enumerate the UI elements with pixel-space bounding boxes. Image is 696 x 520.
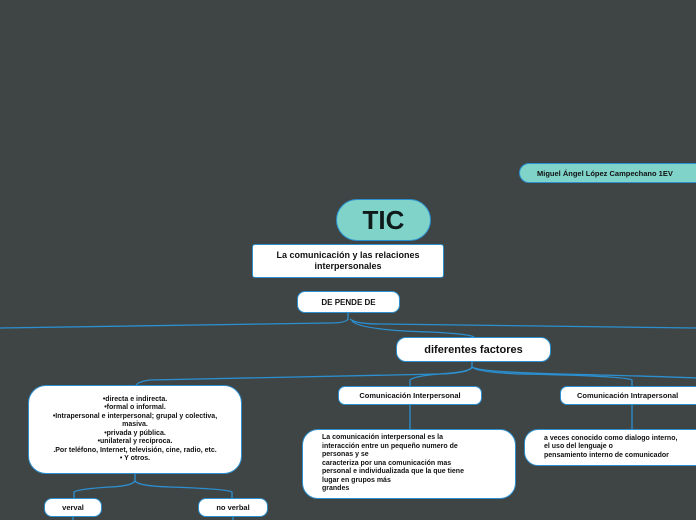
- nonverbal-node[interactable]: no verbal: [198, 498, 268, 517]
- communication-types-node[interactable]: •directa e indirecta. •formal o informal…: [28, 385, 242, 474]
- intrapersonal-title: Comunicación Intrapersonal: [577, 391, 679, 400]
- verbal-node[interactable]: verval: [44, 498, 102, 517]
- intrapersonal-description-node[interactable]: a veces conocido como dialogo interno, e…: [524, 429, 696, 466]
- intrapersonal-description: a veces conocido como dialogo interno, e…: [544, 434, 678, 459]
- factors-text: diferentes factores: [424, 343, 523, 356]
- interpersonal-description-node[interactable]: La comunicación interpersonal es la inte…: [302, 429, 516, 499]
- interpersonal-title-node[interactable]: Comunicación Interpersonal: [338, 386, 482, 405]
- main-topic-text: La comunicación y las relaciones interpe…: [276, 250, 420, 271]
- factors-node[interactable]: diferentes factores: [396, 337, 551, 362]
- root-node-tic[interactable]: TIC: [336, 199, 431, 241]
- intrapersonal-title-node[interactable]: Comunicación Intrapersonal: [560, 386, 696, 405]
- communication-types-text: •directa e indirecta. •formal o informal…: [52, 395, 218, 463]
- depends-node[interactable]: DE PENDE DE: [297, 291, 400, 313]
- nonverbal-text: no verbal: [216, 503, 250, 512]
- interpersonal-description: La comunicación interpersonal es la inte…: [322, 434, 464, 493]
- author-name: Miguel Ángel López Campechano 1EV: [537, 168, 673, 178]
- root-title: TIC: [362, 204, 405, 235]
- main-topic-node[interactable]: La comunicación y las relaciones interpe…: [252, 244, 444, 278]
- verbal-text: verval: [62, 503, 84, 512]
- author-label[interactable]: Miguel Ángel López Campechano 1EV: [519, 163, 696, 183]
- interpersonal-title: Comunicación Interpersonal: [359, 391, 461, 400]
- depends-text: DE PENDE DE: [321, 297, 376, 307]
